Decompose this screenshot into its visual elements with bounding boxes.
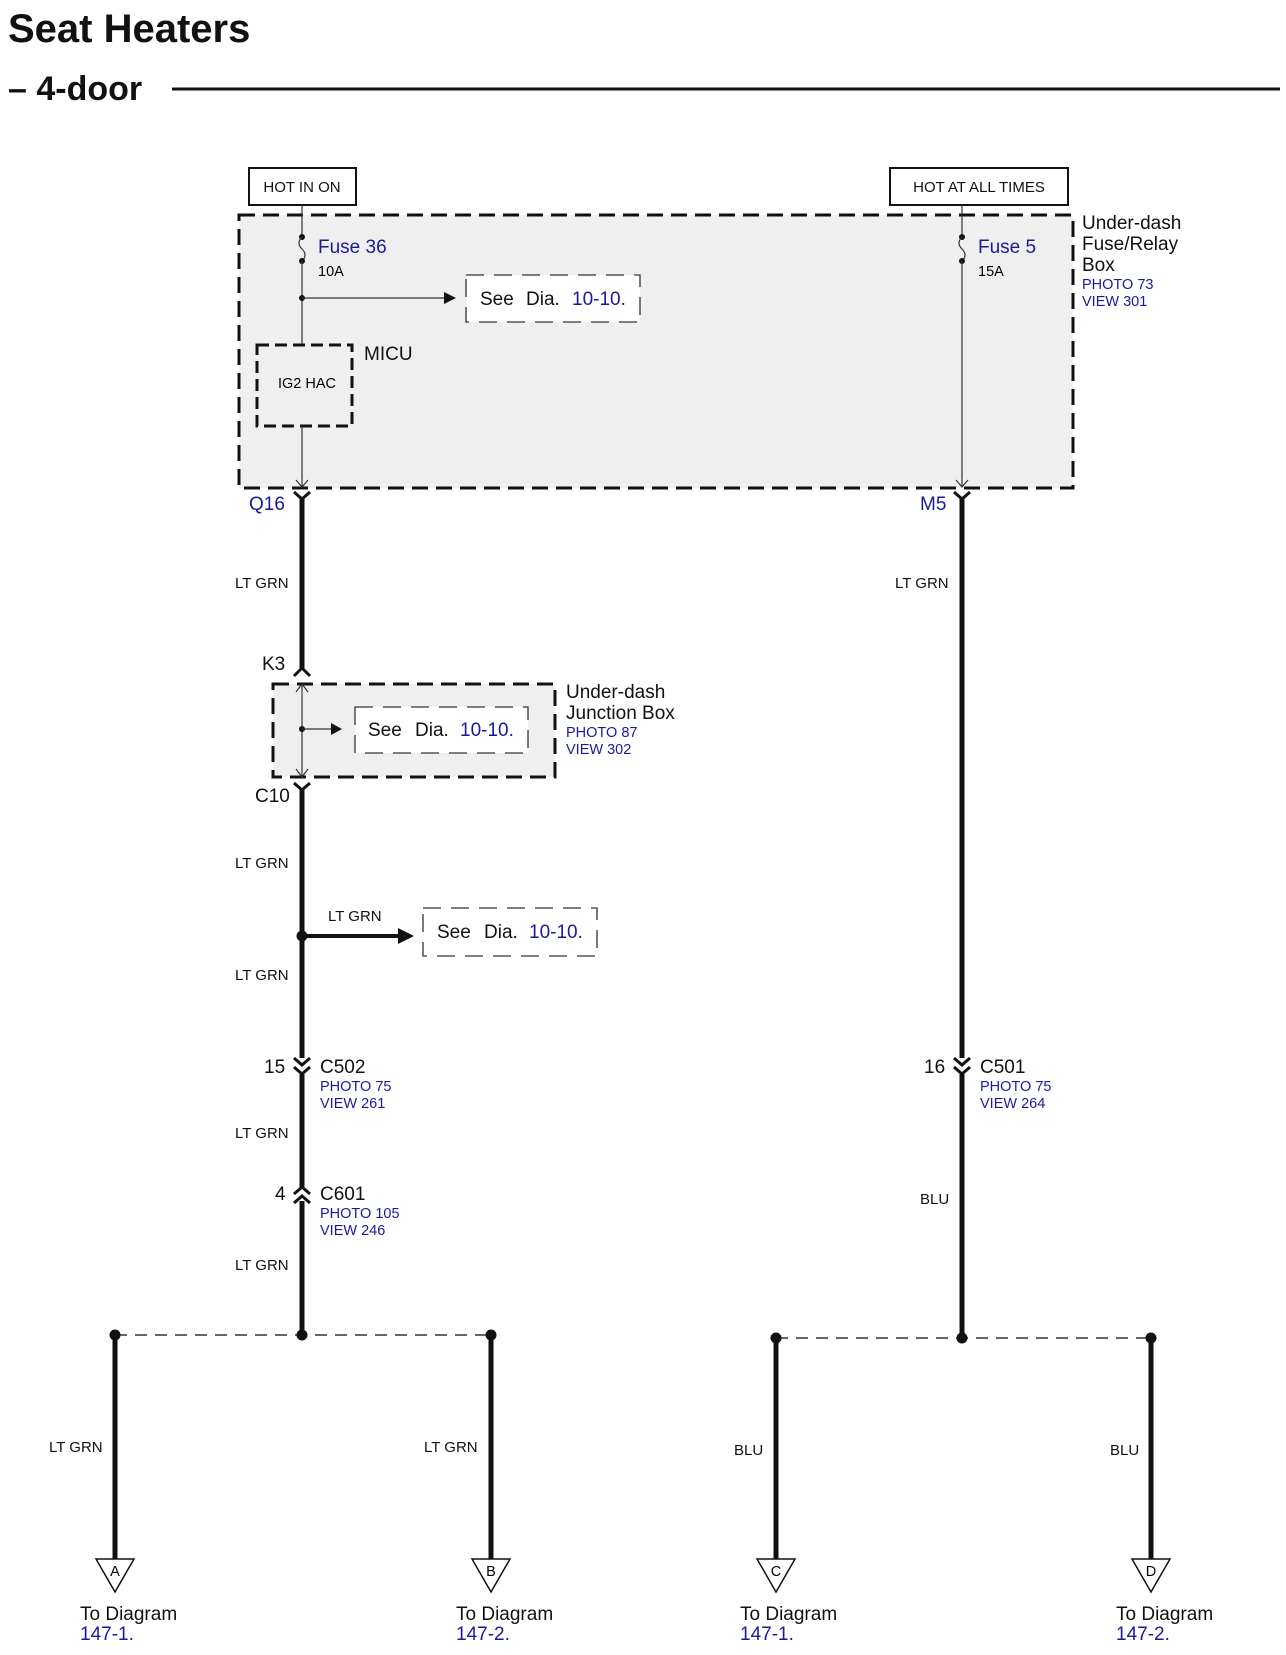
page-title: Seat Heaters (8, 7, 250, 51)
see-dia-box-2 (354, 706, 529, 754)
wire-label-a: LT GRN (49, 1439, 103, 1456)
hot-in-on-label: HOT IN ON (263, 179, 340, 196)
fuse36-label: Fuse 36 (318, 237, 387, 258)
wire-label-ltgrn-splice: LT GRN (328, 908, 382, 925)
see-dia-1-dia: Dia. (526, 289, 560, 310)
micu-label: MICU (364, 344, 413, 365)
output-d-ref: 147-2. (1116, 1624, 1170, 1645)
c601-pin: 4 (275, 1184, 286, 1205)
fuse36-rating: 10A (318, 264, 344, 280)
output-triangle-c (755, 1558, 797, 1594)
junction-name-1: Under-dash (566, 682, 665, 703)
output-letter-c: C (771, 1564, 781, 1580)
output-d-to: To Diagram (1116, 1604, 1213, 1625)
fuse5-label: Fuse 5 (978, 237, 1036, 258)
c501-connector (953, 1056, 971, 1076)
c501-view: VIEW 264 (980, 1096, 1045, 1112)
see-dia-3-ref: 10-10. (529, 922, 583, 943)
k3-connector (292, 665, 312, 678)
fuse-box-name-1: Under-dash (1082, 213, 1181, 234)
wire-label-b: LT GRN (424, 1439, 478, 1456)
arrow-1 (444, 292, 456, 304)
c501-name: C501 (980, 1057, 1025, 1078)
see-dia-2-see: See (368, 720, 402, 741)
see-dia-2-ref: 10-10. (460, 720, 514, 741)
junction-top-arrowhead (295, 683, 309, 693)
fuse-box-name-2: Fuse/Relay (1082, 234, 1179, 255)
junction-photo: PHOTO 87 (566, 725, 637, 741)
output-b-ref: 147-2. (456, 1624, 510, 1645)
output-b-to: To Diagram (456, 1604, 553, 1625)
hot-at-all-times-label: HOT AT ALL TIMES (913, 179, 1045, 196)
output-c-ref: 147-1. (740, 1624, 794, 1645)
c601-photo: PHOTO 105 (320, 1206, 400, 1222)
c601-name: C601 (320, 1184, 365, 1205)
fuse-box-photo: PHOTO 73 (1082, 277, 1153, 293)
c502-name: C502 (320, 1057, 365, 1078)
fuse-box-view: VIEW 301 (1082, 294, 1147, 310)
wire-label-ltgrn-right: LT GRN (895, 575, 949, 592)
junction-view: VIEW 302 (566, 742, 631, 758)
output-a-ref: 147-1. (80, 1624, 134, 1645)
output-triangle-b (470, 1558, 512, 1594)
output-letter-b: B (486, 1564, 496, 1580)
m5-arrowhead (955, 479, 969, 488)
junction-arrow (331, 723, 342, 735)
c501-photo: PHOTO 75 (980, 1079, 1051, 1095)
fuse5-symbol (958, 236, 966, 262)
see-dia-box-3 (422, 907, 598, 957)
split-dot-right-center (956, 1332, 968, 1344)
wire-label-ltgrn-5: LT GRN (235, 1257, 289, 1274)
see-dia-3-see: See (437, 922, 471, 943)
see-dia-2-dia: Dia. (415, 720, 449, 741)
pin-q16: Q16 (249, 494, 285, 515)
wire-label-ltgrn-3: LT GRN (235, 967, 289, 984)
c502-photo: PHOTO 75 (320, 1079, 391, 1095)
see-dia-3-dia: Dia. (484, 922, 518, 943)
micu-inner-label: IG2 HAC (278, 376, 336, 392)
fuse-relay-box (237, 213, 1075, 490)
splice-arrow (398, 928, 414, 944)
c601-connector (293, 1185, 311, 1205)
c502-view: VIEW 261 (320, 1096, 385, 1112)
wire-label-d: BLU (1110, 1442, 1139, 1459)
pin-k3: K3 (262, 654, 285, 675)
c502-pin: 15 (264, 1057, 285, 1078)
page-subtitle: – 4-door (8, 70, 142, 108)
output-c-to: To Diagram (740, 1604, 837, 1625)
wire-label-c: BLU (734, 1442, 763, 1459)
c502-connector (293, 1056, 311, 1076)
see-dia-1-see: See (480, 289, 514, 310)
output-a-to: To Diagram (80, 1604, 177, 1625)
pin-c10: C10 (255, 786, 290, 807)
output-triangle-d (1130, 1558, 1172, 1594)
fuse36-symbol (298, 236, 306, 262)
wire-label-blu-right: BLU (920, 1191, 949, 1208)
fuse5-rating: 15A (978, 264, 1004, 280)
wire-label-ltgrn-1: LT GRN (235, 575, 289, 592)
pin-m5: M5 (920, 494, 946, 515)
see-dia-box-1 (465, 274, 641, 323)
c501-pin: 16 (924, 1057, 945, 1078)
q16-arrowhead (295, 479, 309, 488)
fuse-box-name-3: Box (1082, 255, 1115, 276)
junction-name-2: Junction Box (566, 703, 675, 724)
wire-label-ltgrn-4: LT GRN (235, 1125, 289, 1142)
c601-view: VIEW 246 (320, 1223, 385, 1239)
junction-bottom-arrowhead (295, 768, 309, 778)
wire-label-ltgrn-2: LT GRN (235, 855, 289, 872)
output-letter-d: D (1146, 1564, 1156, 1580)
output-triangle-a (94, 1558, 136, 1594)
see-dia-1-ref: 10-10. (572, 289, 626, 310)
micu-box (255, 343, 354, 428)
hot-at-all-times-box (889, 167, 1069, 206)
split-dot-left-center (296, 1329, 308, 1341)
output-letter-a: A (110, 1564, 120, 1580)
